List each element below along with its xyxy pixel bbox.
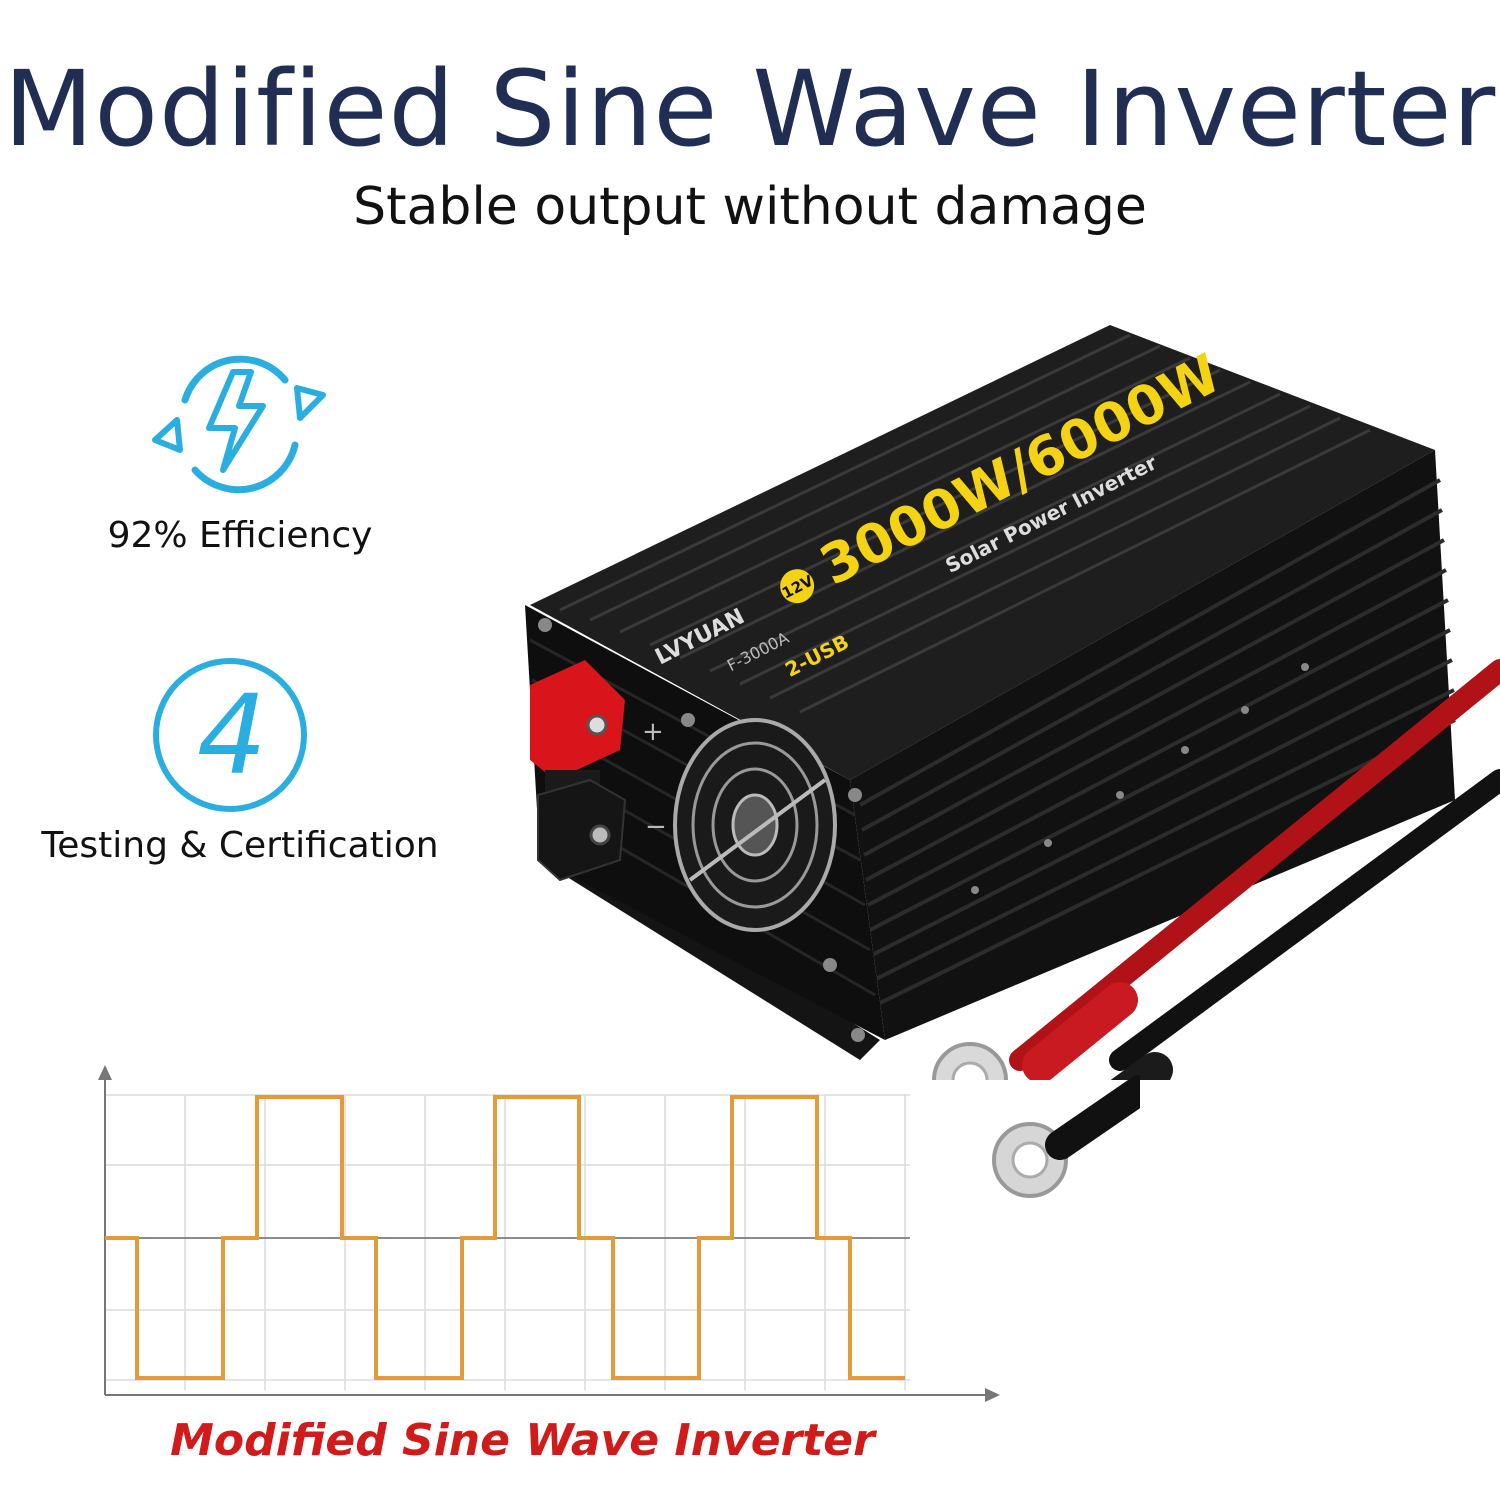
y-axis-arrow	[98, 1065, 112, 1080]
terminal-minus-label: −	[645, 812, 667, 842]
x-axis-arrow	[985, 1388, 1000, 1402]
feature-label-certification: Testing & Certification	[41, 825, 439, 866]
modified-sine-waveform-chart	[98, 1065, 1000, 1402]
terminal-plus-label: +	[642, 717, 664, 747]
waveform-caption: Modified Sine Wave Inverter	[170, 1415, 875, 1466]
ring-terminal-icons	[992, 1075, 1140, 1198]
page-title: Modified Sine Wave Inverter	[3, 48, 1497, 170]
number-four-circle-icon: 4	[153, 658, 307, 812]
lightning-cycle-icon	[152, 355, 326, 494]
inverter-product-image: + − LVYUAN F-3000A 2-USB 12V 3000W/6000W…	[525, 325, 1500, 1080]
modified-sine-wave	[105, 1095, 905, 1380]
certification-number: 4	[197, 671, 267, 799]
page-subtitle: Stable output without damage	[353, 177, 1147, 237]
feature-label-efficiency: 92% Efficiency	[107, 515, 373, 556]
chart-grid	[105, 1094, 910, 1390]
